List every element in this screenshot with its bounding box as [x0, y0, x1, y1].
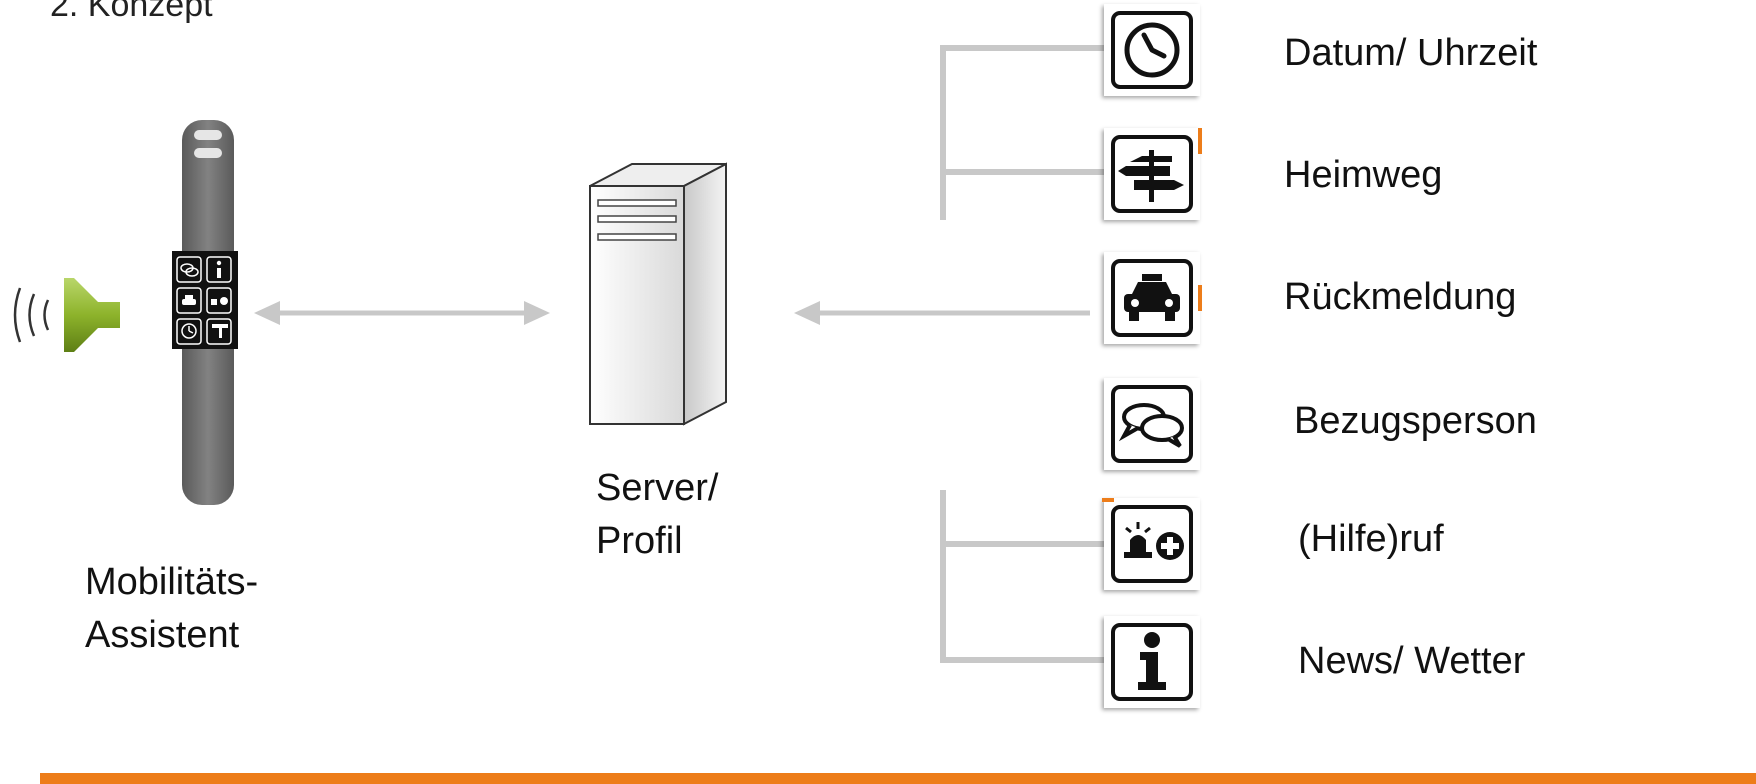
services-server-arrow: [794, 301, 1090, 325]
service-label-news: News/ Wetter: [1298, 640, 1526, 682]
signpost-icon: [1104, 128, 1202, 220]
page-title: 2. Konzept: [50, 0, 213, 24]
info-icon: [1104, 616, 1200, 708]
server-icon: [589, 162, 727, 426]
chat-icon: [1104, 378, 1200, 470]
server-label: Server/ Profil: [596, 467, 719, 562]
taxi-icon: [1104, 252, 1202, 344]
device-label: Mobilitäts- Assistent: [85, 561, 259, 656]
speaker-icon: [13, 278, 120, 352]
wristband-device: [172, 120, 238, 505]
alarm-help-icon: [1102, 498, 1200, 590]
service-label-hilferuf: (Hilfe)ruf: [1298, 518, 1444, 560]
services-bus: [940, 45, 1104, 663]
service-label-bezugsperson: Bezugsperson: [1294, 400, 1537, 442]
service-label-heimweg: Heimweg: [1284, 154, 1443, 196]
clock-icon: [1104, 4, 1200, 96]
service-label-datum: Datum/ Uhrzeit: [1284, 32, 1538, 74]
service-label-rueckmeldung: Rückmeldung: [1284, 276, 1517, 318]
footer-accent-bar: [40, 773, 1756, 784]
device-server-arrow: [254, 301, 550, 325]
